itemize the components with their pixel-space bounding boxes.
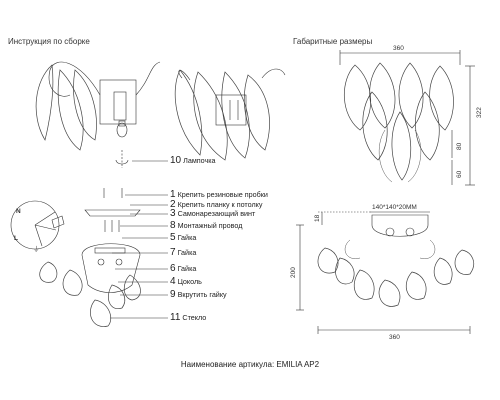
article-name: Наименование артикула: EMILIA AP2 — [180, 360, 320, 369]
assembled-lamp-drawing — [35, 61, 161, 168]
side-height-label: 200 — [290, 267, 297, 278]
assembly-header: Инструкция по сборке — [8, 37, 90, 46]
dimensions-header: Габаритные размеры — [293, 37, 373, 46]
side-width-label: 360 — [389, 334, 400, 341]
front-sub2-label: 60 — [456, 170, 463, 178]
leader-lines — [110, 160, 168, 319]
wiring-l-label: L — [14, 235, 18, 242]
assembled-lamp-front — [174, 68, 286, 161]
front-sub1-label: 80 — [456, 142, 463, 150]
front-height-label: 322 — [476, 107, 483, 118]
base-depth-label: 18 — [314, 214, 321, 222]
exploded-parts — [39, 188, 141, 327]
base-size-label: 140*140*20MM — [372, 204, 417, 211]
front-view-drawing — [339, 50, 475, 186]
ground-icon: ⏚ — [33, 246, 40, 253]
wiring-diagram — [10, 200, 65, 250]
top-view-drawing — [296, 211, 474, 334]
wiring-n-label: N — [16, 208, 21, 215]
front-width-label: 360 — [393, 45, 404, 52]
